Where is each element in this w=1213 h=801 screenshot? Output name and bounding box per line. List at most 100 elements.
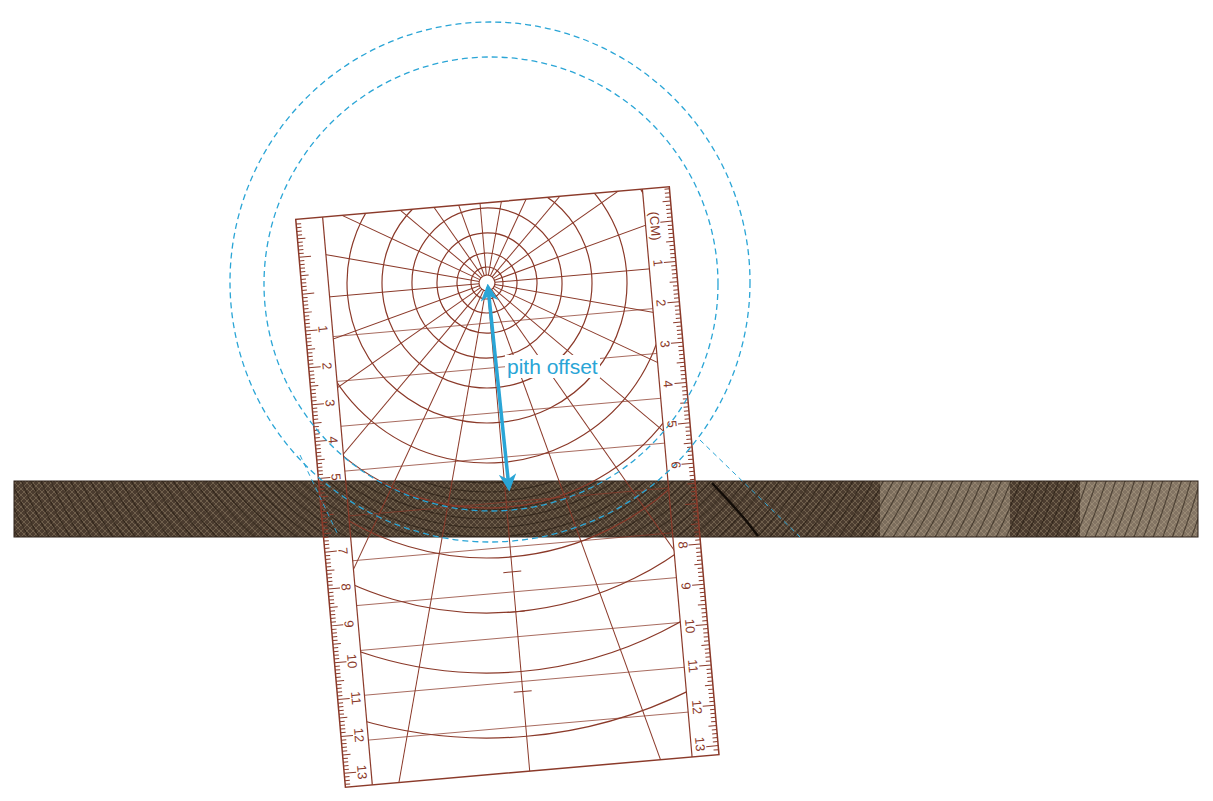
ruler-tick bbox=[660, 221, 672, 222]
ruler-tick bbox=[306, 341, 311, 342]
ruler-tick bbox=[678, 346, 683, 347]
ruler-tick bbox=[690, 479, 695, 480]
grid-line bbox=[355, 577, 679, 605]
ruler-tick bbox=[315, 444, 320, 445]
radial-line bbox=[323, 189, 481, 320]
center-tick bbox=[507, 611, 525, 613]
ruler-tick bbox=[308, 356, 313, 357]
ruler-tick bbox=[305, 319, 310, 320]
scale-number: 4 bbox=[662, 380, 676, 388]
growth-ring bbox=[152, 481, 822, 537]
ruler-tick bbox=[704, 640, 709, 641]
ruler-tick bbox=[701, 644, 709, 646]
ruler-tick bbox=[344, 769, 349, 770]
growth-ring bbox=[14, 481, 1155, 537]
radial-line bbox=[323, 189, 479, 340]
ruler-tick bbox=[338, 702, 343, 703]
ruler-tick bbox=[665, 188, 670, 189]
ruler-tick bbox=[699, 665, 711, 666]
growth-ring bbox=[14, 481, 1191, 537]
ruler-tick bbox=[317, 459, 325, 461]
scale-number: 2 bbox=[320, 362, 334, 370]
ruler-tick bbox=[302, 286, 307, 287]
ruler-tick bbox=[679, 354, 684, 355]
ruler-tick bbox=[296, 227, 301, 228]
ruler-tick bbox=[691, 495, 696, 496]
scale-number: 4 bbox=[326, 436, 340, 444]
ruler-tick bbox=[701, 600, 706, 601]
scale-number: 10 bbox=[345, 653, 359, 669]
ruler-tick bbox=[332, 636, 337, 637]
ruler-tick bbox=[332, 632, 337, 633]
scale-number: 7 bbox=[336, 546, 350, 554]
ruler-tick bbox=[682, 463, 694, 464]
ruler-tick bbox=[697, 555, 702, 556]
ruler-line bbox=[323, 217, 373, 785]
growth-ring bbox=[14, 481, 1038, 537]
radial-line bbox=[430, 189, 667, 275]
ruler-tick bbox=[300, 271, 305, 272]
ruler-tick bbox=[706, 746, 718, 747]
guide-circles bbox=[230, 22, 800, 542]
ruler-tick bbox=[303, 304, 308, 305]
ruler-tick bbox=[312, 400, 317, 401]
growth-ring bbox=[14, 481, 1056, 537]
ruler-tick bbox=[329, 595, 334, 596]
ruler-tick bbox=[340, 728, 345, 729]
scale-number: 5 bbox=[330, 473, 344, 481]
ruler-tick bbox=[703, 705, 715, 706]
radial-line bbox=[463, 189, 692, 278]
ruler-tick bbox=[319, 489, 324, 490]
ruler-tick bbox=[702, 612, 707, 613]
ruler-tick bbox=[668, 225, 673, 226]
radial-line bbox=[479, 189, 692, 280]
ruler-tick bbox=[299, 260, 304, 261]
ruler-tick bbox=[696, 625, 708, 626]
locator-circle bbox=[335, 189, 638, 435]
ruler-tick bbox=[708, 689, 713, 690]
ruler-tick bbox=[690, 475, 695, 476]
ruler-tick bbox=[309, 374, 314, 375]
guide-circle bbox=[230, 22, 750, 542]
ruler-tick bbox=[691, 523, 699, 525]
ruler-tick bbox=[345, 783, 350, 784]
growth-ring bbox=[14, 481, 1198, 537]
ruler-tick bbox=[304, 315, 309, 316]
ruler-tick bbox=[340, 721, 345, 722]
growth-ring bbox=[53, 481, 921, 537]
ruler-tick bbox=[663, 200, 671, 202]
ruler-tick bbox=[310, 378, 315, 379]
ruler-tick bbox=[300, 264, 305, 265]
ruler-tick bbox=[310, 385, 318, 387]
ruler-tick bbox=[333, 643, 341, 645]
core-crack bbox=[712, 483, 758, 536]
ruler-tick bbox=[671, 342, 683, 343]
scale-number: 11 bbox=[686, 659, 700, 674]
ruler-tick bbox=[334, 658, 339, 659]
ruler-tick bbox=[300, 267, 305, 268]
growth-ring bbox=[35, 481, 939, 537]
ruler-tick bbox=[713, 741, 718, 742]
ruler-tick bbox=[679, 358, 684, 359]
ruler-tick bbox=[674, 293, 679, 294]
ruler-tick bbox=[667, 217, 672, 218]
radial-line bbox=[323, 288, 511, 685]
scale-number: 10 bbox=[683, 618, 697, 634]
ruler-tick bbox=[695, 535, 700, 536]
ruler-tick bbox=[313, 419, 318, 420]
scale-number: 13 bbox=[355, 764, 369, 780]
ruler-tick bbox=[339, 717, 347, 719]
growth-ring bbox=[14, 481, 975, 537]
ruler-tick bbox=[699, 580, 704, 581]
ruler-tick bbox=[698, 576, 703, 577]
ruler-tick bbox=[316, 448, 321, 449]
ruler-tick bbox=[710, 713, 715, 714]
grid-line bbox=[366, 712, 690, 740]
ruler-tick bbox=[689, 467, 694, 468]
ruler-tick bbox=[319, 485, 324, 486]
growth-ring bbox=[116, 481, 858, 537]
ruler-tick bbox=[681, 378, 686, 379]
